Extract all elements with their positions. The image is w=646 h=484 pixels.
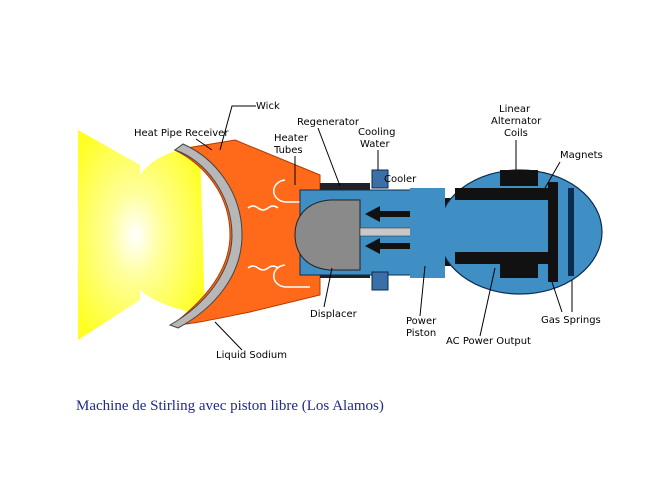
label-regenerator: Regenerator: [297, 117, 360, 128]
label-cooling-water-2: Water: [360, 139, 390, 150]
flame-shape: [78, 130, 205, 340]
label-heater-tubes-1: Heater: [274, 133, 309, 144]
label-cooling-water-1: Cooling: [358, 127, 395, 138]
heater-tubes: [247, 179, 310, 288]
label-power-piston-1: Power: [406, 316, 437, 327]
label-heat-pipe-receiver: Heat Pipe Receiver: [134, 128, 229, 139]
label-linear-alternator-3: Coils: [504, 128, 528, 139]
label-cooler: Cooler: [384, 174, 417, 185]
displacer: [294, 199, 361, 271]
label-heater-tubes-2: Tubes: [273, 145, 303, 156]
flow-arrows: [365, 206, 410, 254]
label-ac-power-output: AC Power Output: [446, 336, 531, 347]
label-gas-springs: Gas Springs: [541, 315, 601, 326]
label-liquid-sodium: Liquid Sodium: [216, 350, 287, 361]
magnet-plate-bottom: [455, 252, 550, 264]
coil-top: [500, 170, 538, 186]
label-linear-alternator-2: Alternator: [491, 116, 542, 127]
gas-spring-bar: [568, 188, 574, 276]
cooler-top: [371, 169, 389, 189]
magnet-plate-top: [455, 188, 550, 200]
label-displacer: Displacer: [310, 309, 358, 320]
diagram-caption: Machine de Stirling avec piston libre (L…: [76, 398, 384, 414]
coil-bottom: [500, 262, 538, 278]
label-power-piston-2: Piston: [406, 328, 436, 339]
engine-neck: [410, 188, 445, 278]
wick-band: [168, 143, 243, 329]
label-magnets: Magnets: [560, 150, 603, 161]
cooler-bottom: [371, 271, 389, 291]
label-wick: Wick: [256, 101, 280, 112]
heat-pipe-receiver-body: [170, 139, 321, 326]
label-linear-alternator-1: Linear: [499, 104, 531, 115]
magnet-bar: [548, 182, 558, 282]
leader-lines: [195, 105, 573, 351]
